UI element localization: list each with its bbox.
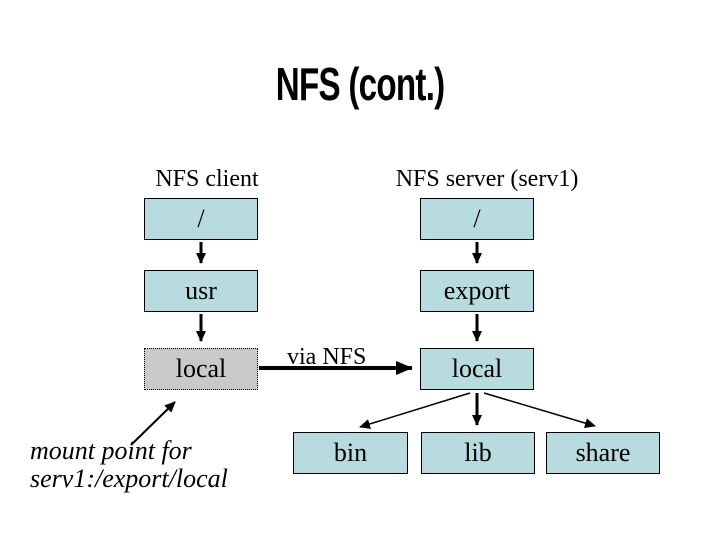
client-local-box-label: local [175,354,227,383]
server-local-box: local [420,348,534,390]
arrow-server-local-to-share [483,392,596,428]
server-lib-box: lib [421,432,535,474]
client-local-mountpoint-box: local [144,348,258,390]
mount-point-caption: mount point for serv1:/export/local [30,437,228,493]
server-lib-box-label: lib [464,438,492,467]
client-root-box: / [144,198,258,240]
server-share-box-label: share [575,438,631,467]
arrow-server-local-to-bin [359,392,471,429]
server-root-box: / [420,198,534,240]
page-title-text: NFS (cont.) [275,58,445,110]
server-export-box-label: export [443,276,511,305]
client-usr-box-label: usr [185,276,217,305]
server-root-box-label: / [473,204,481,233]
client-usr-box: usr [144,270,258,312]
server-bin-box-label: bin [333,438,368,467]
client-column-label: NFS client [155,166,259,192]
mount-point-caption-line1: mount point for [30,436,192,465]
server-export-box: export [420,270,534,312]
page-title: NFS (cont.) [0,58,720,110]
server-local-box-label: local [451,354,503,383]
via-nfs-label: via NFS [287,344,367,370]
mount-point-caption-line2: serv1:/export/local [30,464,228,493]
server-share-box: share [546,432,660,474]
server-bin-box: bin [293,432,408,474]
client-root-box-label: / [197,204,205,233]
server-column-label: NFS server (serv1) [395,166,579,192]
